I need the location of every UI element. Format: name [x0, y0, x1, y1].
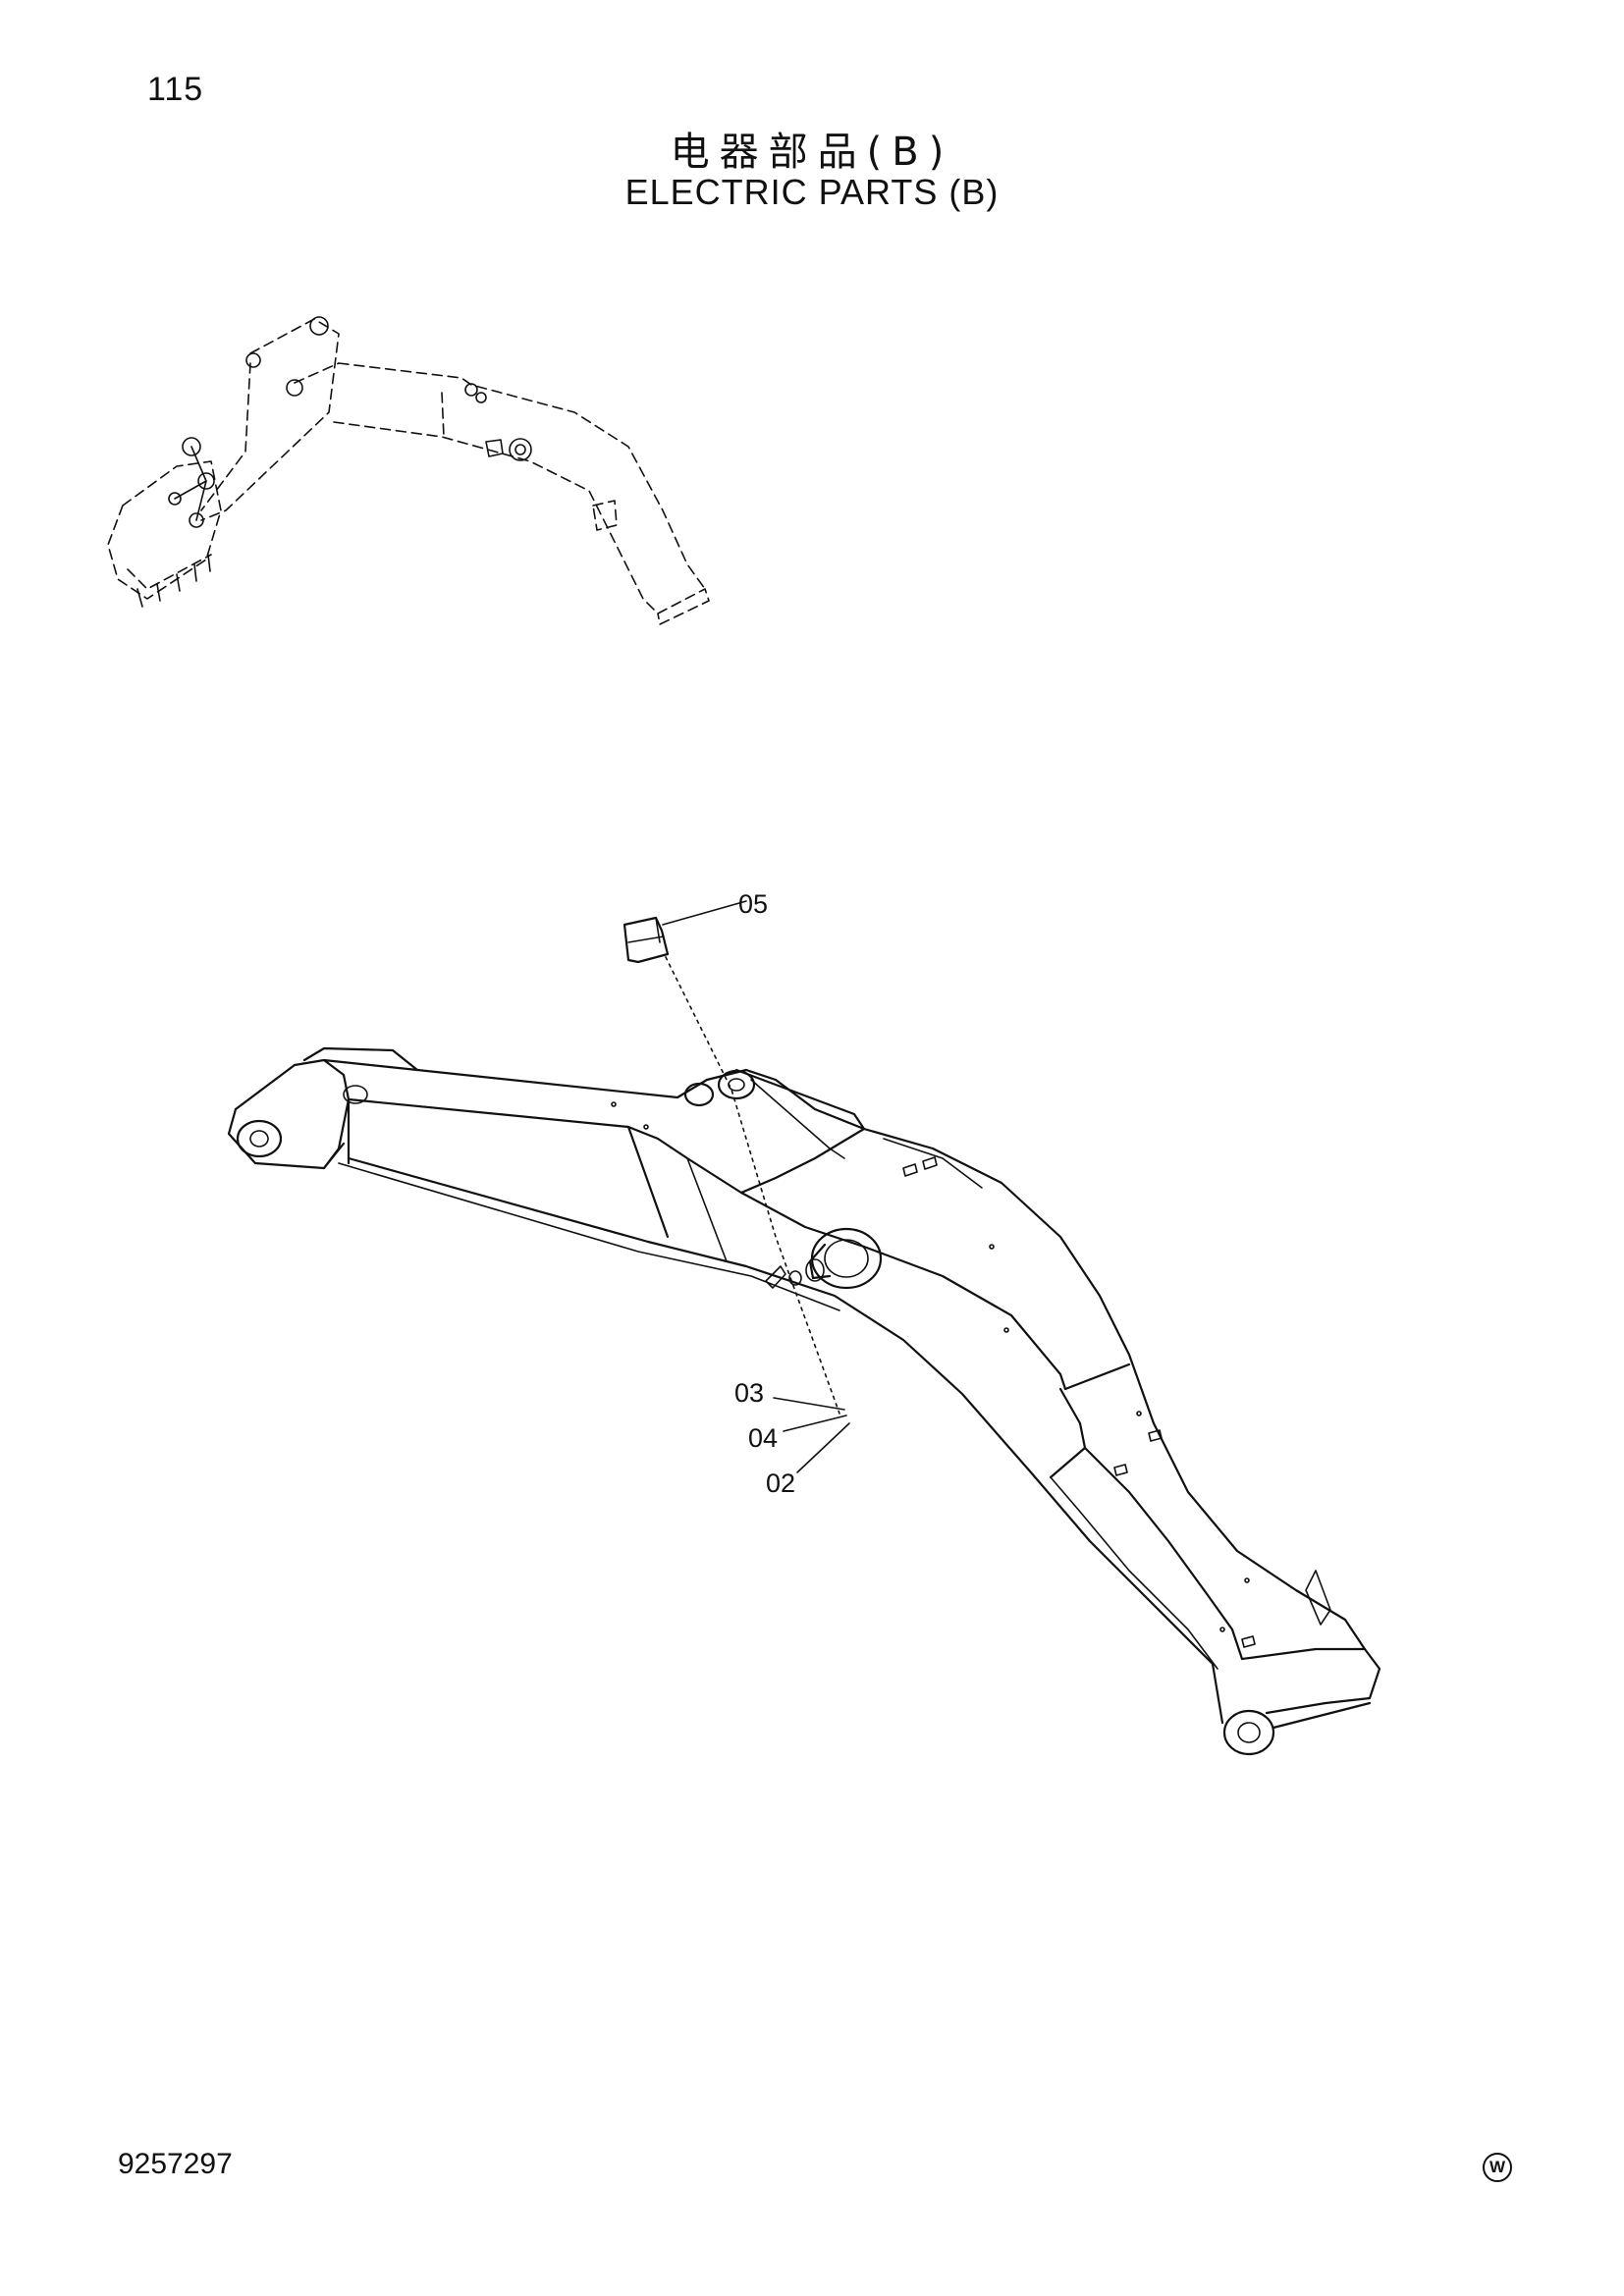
page-title-chinese: 电器部品(B) — [670, 130, 954, 175]
callout-04: 04 — [748, 1423, 778, 1453]
page-title-english: ELECTRIC PARTS (B) — [624, 172, 1000, 212]
page-number: 115 — [147, 71, 204, 108]
part-05-cover — [623, 916, 670, 964]
callout-02: 02 — [766, 1468, 795, 1498]
leader-05 — [662, 900, 747, 926]
boom-main-drawing — [227, 1046, 1381, 1756]
leader-03 — [773, 1397, 845, 1411]
callout-05: 05 — [738, 889, 768, 919]
leader-02 — [796, 1422, 850, 1473]
leader-04 — [783, 1415, 847, 1432]
document-number: 9257297 — [118, 2148, 233, 2180]
circled-w-icon: W — [1483, 2153, 1512, 2182]
reference-thumbnail — [107, 316, 710, 625]
assembly-leader-line — [665, 956, 840, 1415]
callout-03: 03 — [734, 1378, 764, 1408]
